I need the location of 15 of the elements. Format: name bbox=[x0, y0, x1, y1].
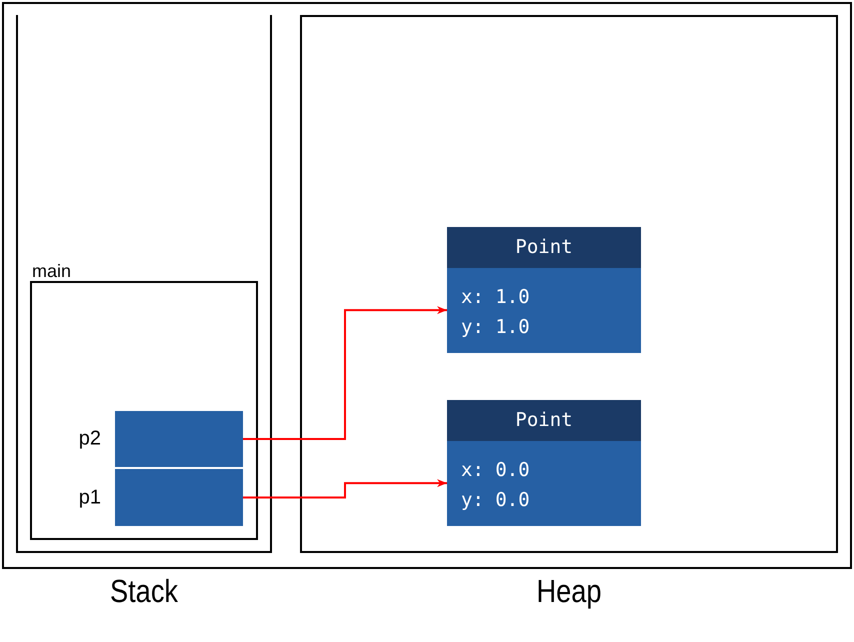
variable-name: p2 bbox=[78, 428, 101, 450]
object-box bbox=[447, 400, 641, 526]
field-text: y: 1.0 bbox=[460, 315, 531, 340]
variable-name: p1 bbox=[78, 486, 101, 509]
field-text: y: 0.0 bbox=[460, 488, 531, 513]
class-header: Point bbox=[447, 400, 641, 441]
pointer-arrow bbox=[243, 479, 447, 498]
pointer-arrow bbox=[243, 306, 447, 440]
field-text: x: 0.0 bbox=[460, 458, 531, 483]
panel-title: Heap bbox=[535, 573, 602, 610]
panel-title: Stack bbox=[108, 573, 180, 610]
field-text: x: 1.0 bbox=[460, 285, 531, 310]
class-header: Point bbox=[447, 227, 641, 268]
object-box bbox=[447, 227, 641, 353]
frame-label: main bbox=[32, 261, 72, 282]
